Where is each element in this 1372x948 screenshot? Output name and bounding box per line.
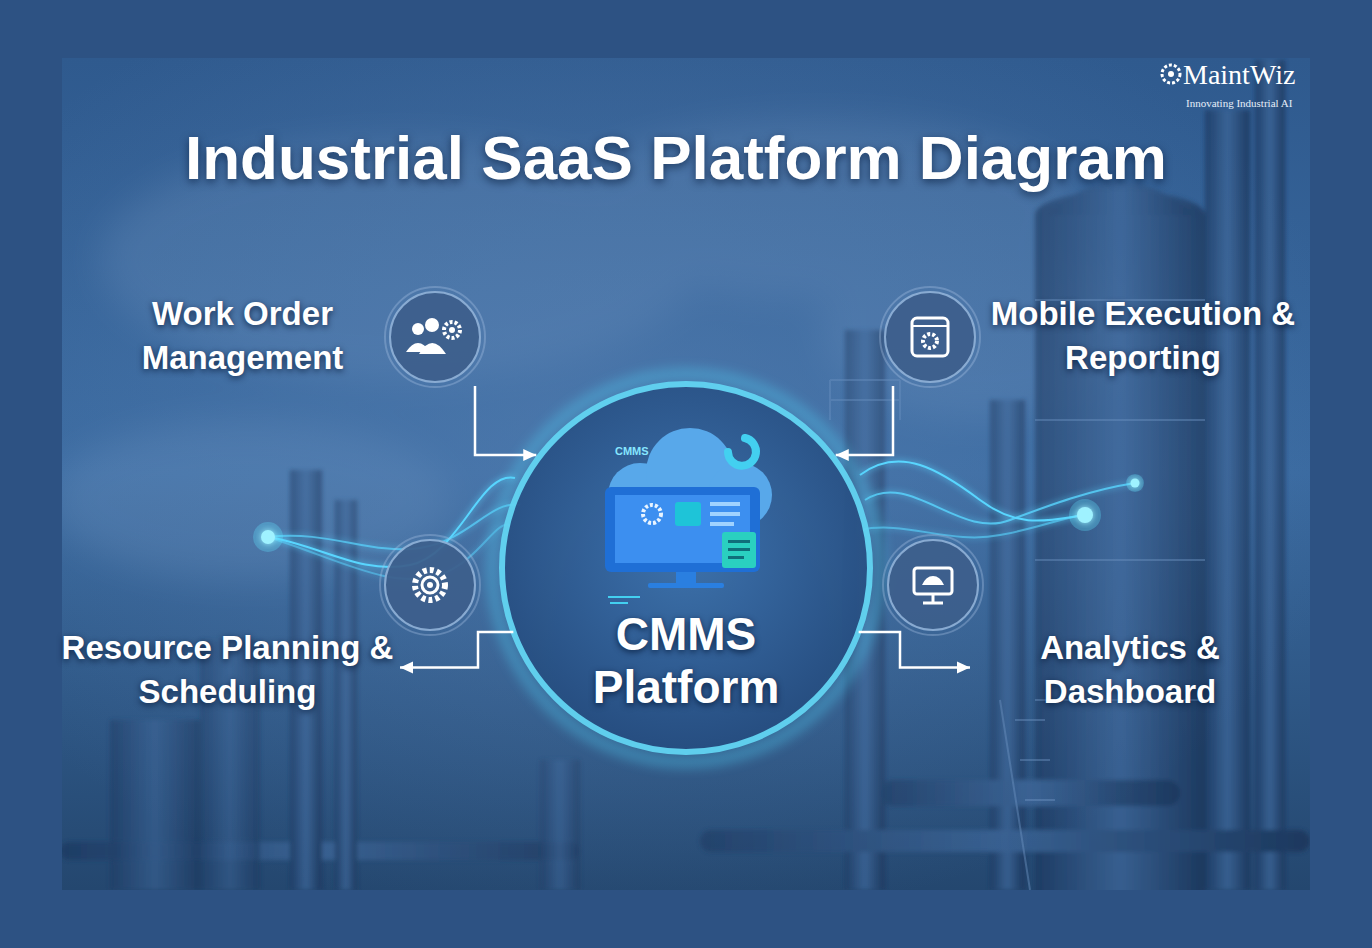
decor-circle xyxy=(427,582,433,588)
decor-circle xyxy=(643,505,661,523)
connector-line xyxy=(836,386,893,455)
decor-rect xyxy=(676,572,696,584)
platform-circle: CMMS Platform xyxy=(500,382,872,754)
decor-rect xyxy=(675,502,701,526)
module-node: Analytics & Dashboard xyxy=(975,622,1285,713)
decor-circle xyxy=(261,530,275,544)
decor-circle xyxy=(923,334,937,348)
connector-line xyxy=(859,632,970,668)
decor-circle xyxy=(449,327,455,333)
decor-rect xyxy=(914,568,952,594)
icon-slot xyxy=(390,292,480,382)
arrow-head xyxy=(957,662,970,674)
brand-tagline: Innovating Industrial AI xyxy=(1186,98,1292,109)
decor-rect xyxy=(710,502,740,506)
decor-path xyxy=(860,515,1085,537)
module-icons xyxy=(380,287,983,635)
decor-circle xyxy=(253,522,283,552)
module-node: Work Order Management xyxy=(115,288,480,382)
decor-circle xyxy=(415,570,445,600)
module-text-box: Resource Planning & Scheduling xyxy=(60,622,395,713)
decor-rect xyxy=(912,318,948,356)
module-label: Analytics & Dashboard xyxy=(975,626,1285,713)
decor-circle xyxy=(1126,474,1144,492)
decor-circle xyxy=(390,292,480,382)
decor-circle xyxy=(444,322,460,338)
decor-path xyxy=(922,576,944,585)
decor-path xyxy=(419,343,446,354)
decor-path xyxy=(912,325,948,327)
module-text-box: Analytics & Dashboard xyxy=(975,622,1285,713)
decor-circle xyxy=(883,535,983,635)
decor-rect xyxy=(722,532,756,568)
decor-path xyxy=(728,438,756,466)
circle-text-box: CMMS Platform xyxy=(546,608,826,714)
decor-circle xyxy=(1077,507,1093,523)
connector-arrow xyxy=(400,632,513,674)
decor-rect xyxy=(728,548,750,551)
decor-circle xyxy=(1168,71,1174,77)
decor-circle xyxy=(385,540,475,630)
decor-circle xyxy=(492,374,880,762)
brand-logo: MaintWiz xyxy=(1183,61,1295,89)
logo-gear xyxy=(1162,65,1180,83)
module-text-box: Mobile Execution & Reporting xyxy=(983,288,1303,379)
decor-circle xyxy=(1162,65,1180,83)
diagram-title: Industrial SaaS Platform Diagram xyxy=(0,122,1362,193)
decor-path xyxy=(268,505,520,550)
decor-rect xyxy=(710,512,740,516)
arrow-head xyxy=(400,662,413,674)
decor-rect xyxy=(710,522,734,526)
decor-circle xyxy=(425,318,439,332)
decor-circle xyxy=(1069,499,1101,531)
arrow-head xyxy=(836,449,849,461)
module-node: Resource Planning & Scheduling xyxy=(60,622,395,713)
connector-arrow xyxy=(859,632,970,674)
module-label: Resource Planning & Scheduling xyxy=(60,626,395,713)
decor-circle xyxy=(502,384,870,752)
decor-rect xyxy=(728,556,744,559)
decor-circle xyxy=(885,292,975,382)
cmms-icon xyxy=(605,428,772,603)
decor-rect xyxy=(728,540,750,543)
decor-circle xyxy=(422,577,438,593)
decor-path xyxy=(860,461,1085,520)
decor-circle xyxy=(380,535,480,635)
decor-circle xyxy=(412,323,424,335)
module-label: Mobile Execution & Reporting xyxy=(983,292,1303,379)
module-node: Mobile Execution & Reporting xyxy=(885,288,1303,382)
platform-ring xyxy=(492,374,880,762)
connector-line xyxy=(400,632,513,668)
module-label: Work Order Management xyxy=(115,292,370,379)
platform-name: CMMS Platform xyxy=(546,608,826,714)
decor-circle xyxy=(385,287,485,387)
decor-circle xyxy=(880,287,980,387)
arrow-head xyxy=(523,449,536,461)
connector-line xyxy=(475,386,536,455)
icon-slot xyxy=(885,292,975,382)
icon-caption: CMMS xyxy=(615,446,649,457)
decor-circle xyxy=(1131,479,1140,488)
decor-rect xyxy=(648,583,724,588)
decor-circle xyxy=(888,540,978,630)
decor-path xyxy=(923,594,943,603)
connector-arrow xyxy=(475,386,536,461)
connector-arrow xyxy=(836,386,893,461)
decor-path xyxy=(608,597,640,603)
module-text-box: Work Order Management xyxy=(115,288,370,379)
decor-rect xyxy=(605,487,760,572)
